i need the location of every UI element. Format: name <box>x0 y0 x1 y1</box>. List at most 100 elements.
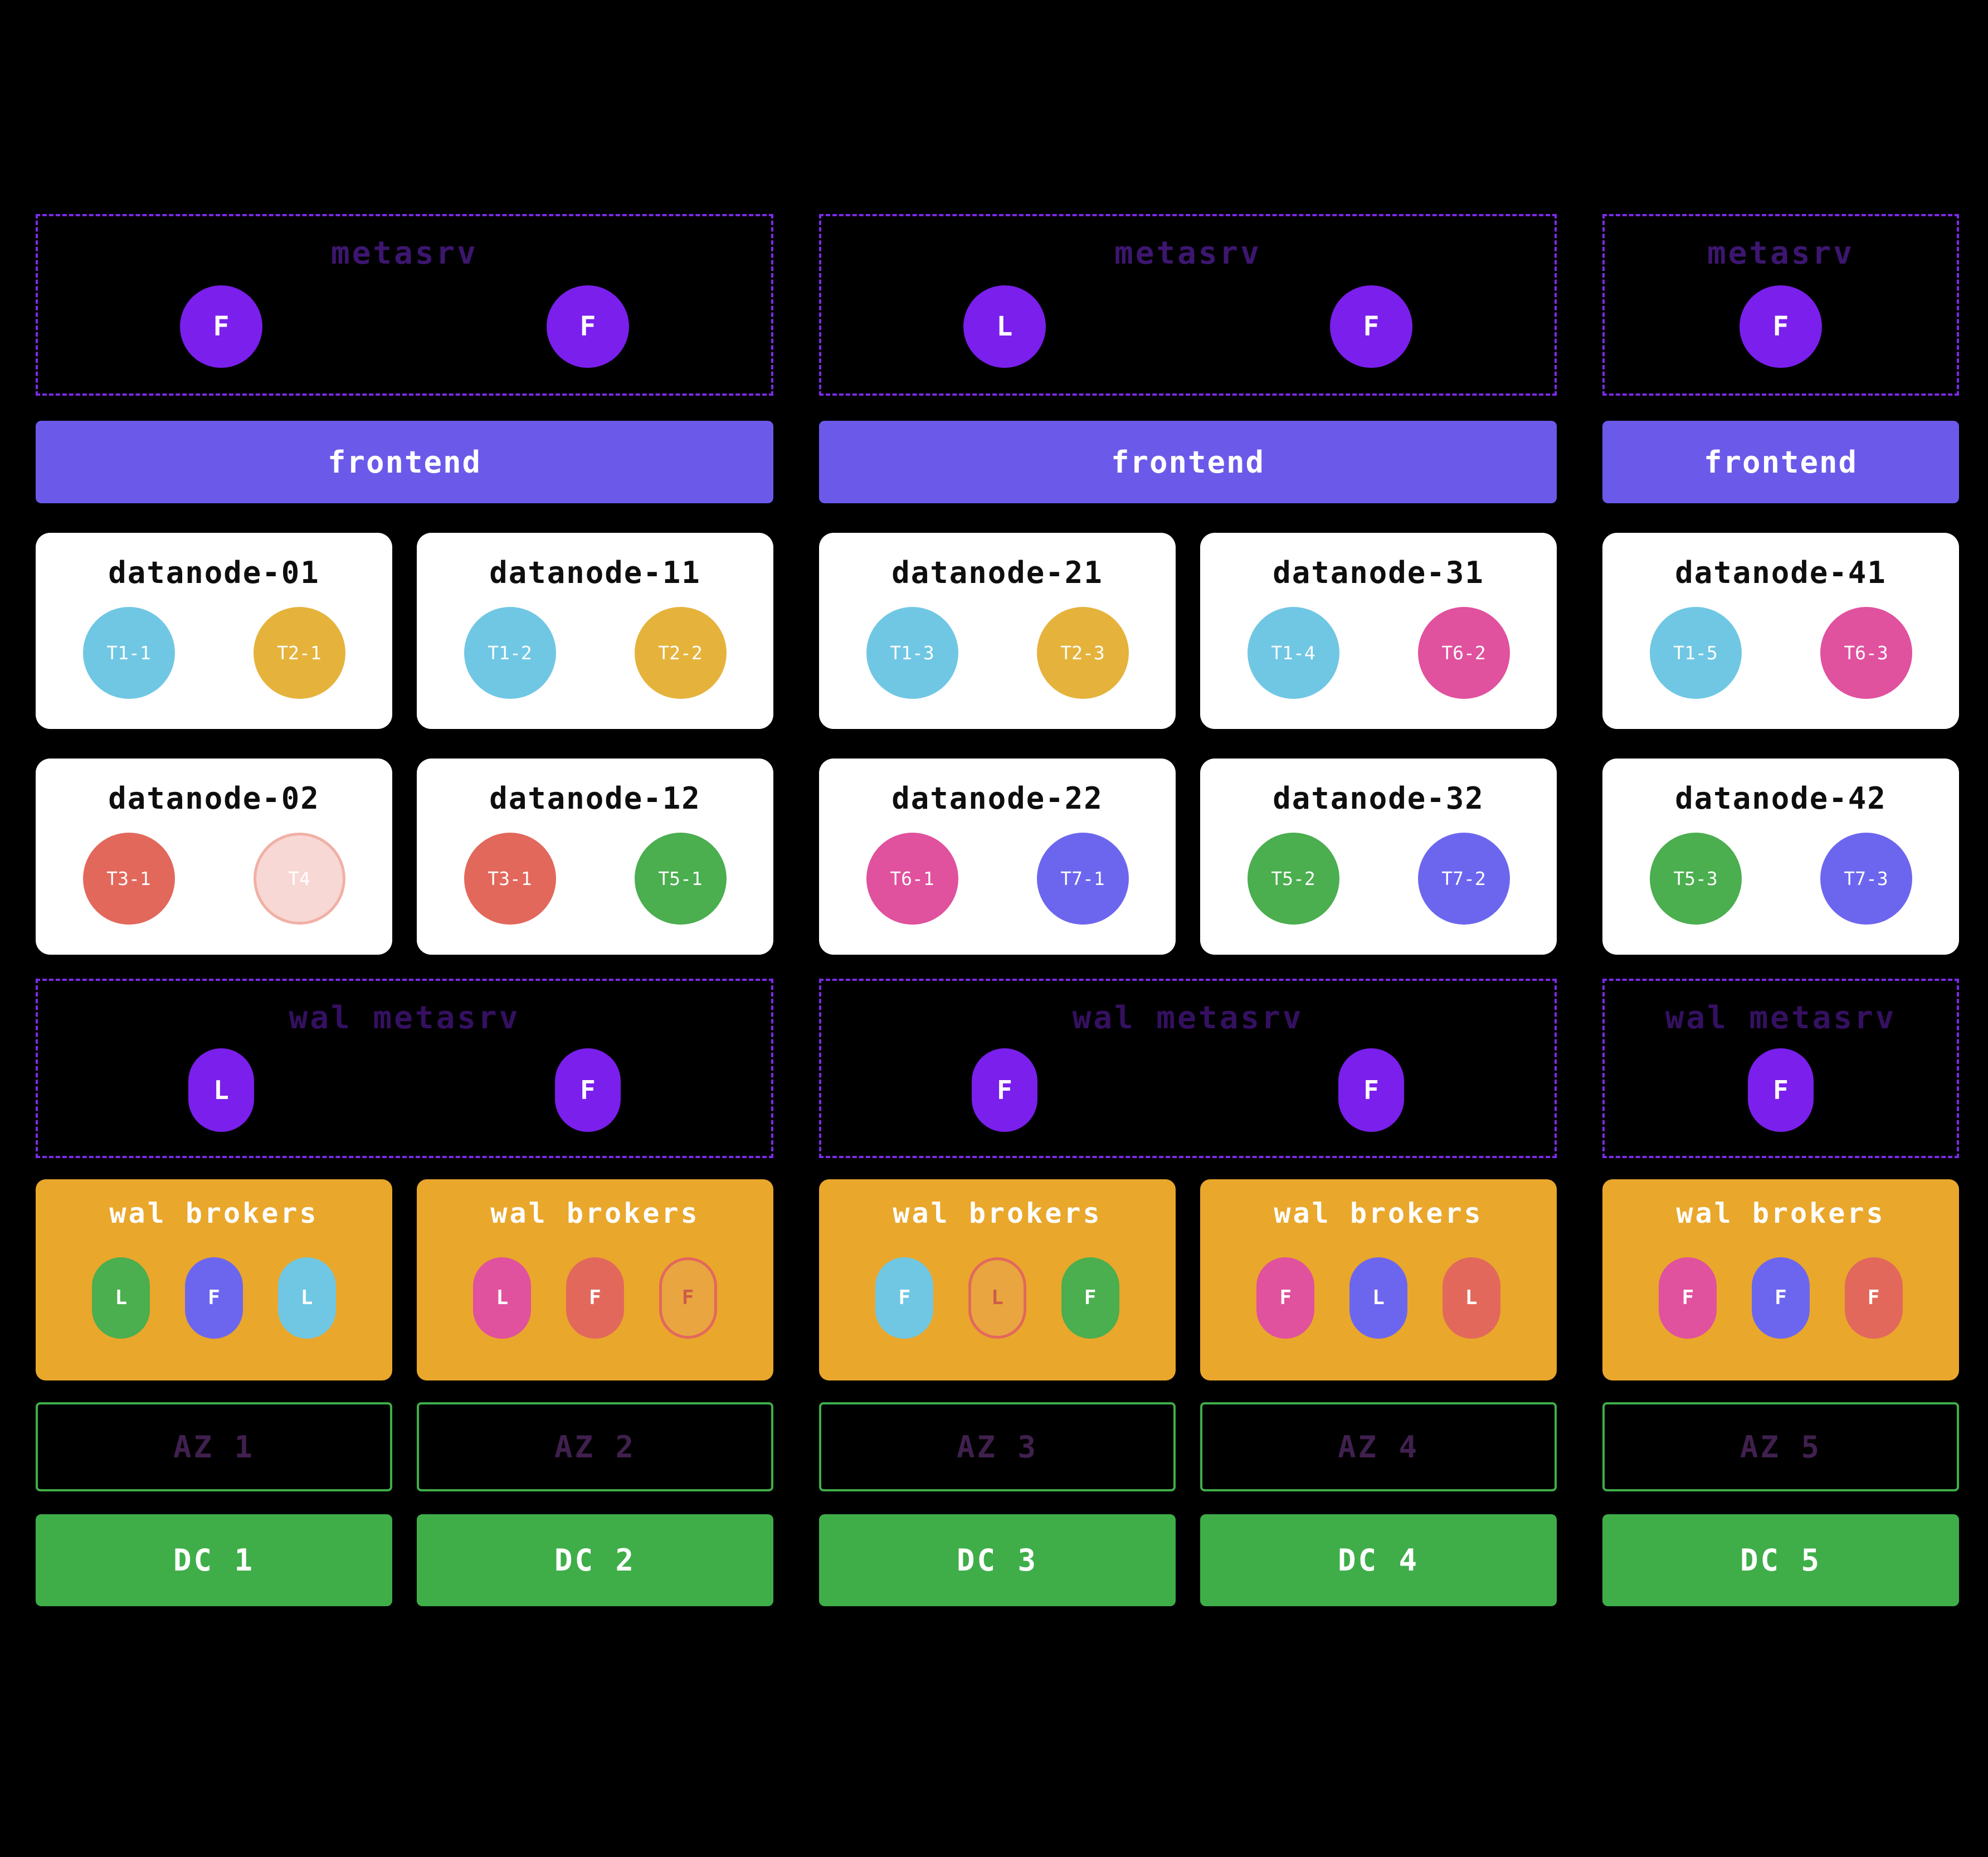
broker-pill-row: L F F <box>417 1229 773 1380</box>
broker-pill: F <box>1751 1257 1810 1339</box>
datanode-name: datanode-12 <box>489 781 701 816</box>
region-chip-row: T1-5 T6-3 <box>1602 590 1959 729</box>
datanode-box: datanode-11 T1-2 T2-2 <box>417 533 773 729</box>
metasrv-title: metasrv <box>330 235 478 271</box>
wal-broker-title: wal brokers <box>490 1197 700 1229</box>
wal-broker-title: wal brokers <box>893 1197 1102 1229</box>
wal-metasrv-node-row: F F <box>821 1036 1555 1156</box>
datanode-box: datanode-32 T5-2 T7-2 <box>1200 759 1557 955</box>
region-chip: T6-2 <box>1417 607 1510 699</box>
metasrv-node-circle: F <box>1330 285 1412 368</box>
wal-metasrv-title: wal metasrv <box>1072 1000 1304 1036</box>
datanode-name: datanode-32 <box>1273 781 1484 816</box>
datanode-box: datanode-02 T3-1 T4 <box>36 759 392 955</box>
datanode-box: datanode-12 T3-1 T5-1 <box>417 759 773 955</box>
region-chip-row: T3-1 T5-1 <box>417 816 773 955</box>
wal-broker-box: wal brokers F L L <box>1200 1179 1557 1380</box>
broker-pill: F <box>1061 1257 1119 1339</box>
metasrv-title: metasrv <box>1707 235 1854 271</box>
region-chip: T1-4 <box>1247 607 1339 699</box>
wal-metasrv-title: wal metasrv <box>1665 1000 1897 1036</box>
region-chip: T2-2 <box>634 607 727 699</box>
broker-pill: F <box>875 1257 934 1339</box>
region-chip-row: T1-1 T2-1 <box>36 590 392 729</box>
broker-pill: L <box>92 1257 150 1339</box>
wal-metasrv-node-row: L F <box>38 1036 771 1156</box>
dc-box: DC 4 <box>1200 1514 1557 1606</box>
region-chip: T5-3 <box>1649 833 1742 925</box>
frontend-bar: frontend <box>36 421 773 503</box>
broker-pill: L <box>1442 1257 1500 1339</box>
metasrv-node-circle: F <box>1740 285 1822 368</box>
wal-broker-title: wal brokers <box>1676 1197 1885 1229</box>
metasrv-node-circle: F <box>547 285 629 368</box>
region-chip-row: T1-3 T2-3 <box>819 590 1176 729</box>
region-chip-row: T1-2 T2-2 <box>417 590 773 729</box>
wal-broker-box: wal brokers L F F <box>417 1179 773 1380</box>
wal-metasrv-group: wal metasrv F F <box>819 979 1557 1158</box>
frontend-bar: frontend <box>819 421 1557 503</box>
metasrv-node-circle: L <box>963 285 1046 368</box>
dc-box: DC 2 <box>417 1514 773 1606</box>
az-box: AZ 3 <box>819 1402 1176 1491</box>
metasrv-group: metasrv L F <box>819 214 1557 396</box>
region-chip-row: T5-2 T7-2 <box>1200 816 1557 955</box>
datanode-name: datanode-21 <box>891 555 1103 590</box>
wal-metasrv-group: wal metasrv F <box>1602 979 1959 1158</box>
dc-box: DC 5 <box>1602 1514 1959 1606</box>
wal-metasrv-node-pill: F <box>1338 1048 1404 1132</box>
region-chip-row: T5-3 T7-3 <box>1602 816 1959 955</box>
datanode-name: datanode-01 <box>108 555 320 590</box>
wal-metasrv-node-pill: F <box>972 1048 1037 1132</box>
wal-broker-box: wal brokers L F L <box>36 1179 392 1380</box>
metasrv-group: metasrv F <box>1602 214 1959 396</box>
datanode-name: datanode-22 <box>891 781 1103 816</box>
dc-box: DC 1 <box>36 1514 392 1606</box>
az-box: AZ 4 <box>1200 1402 1557 1491</box>
wal-metasrv-title: wal metasrv <box>289 1000 520 1036</box>
region-chip-row: T3-1 T4 <box>36 816 392 955</box>
datanode-box: datanode-42 T5-3 T7-3 <box>1602 759 1959 955</box>
wal-metasrv-node-pill: F <box>1748 1048 1814 1132</box>
wal-metasrv-node-pill: F <box>555 1048 621 1132</box>
region-chip: T3-1 <box>464 833 556 925</box>
broker-pill: F <box>566 1257 624 1339</box>
datanode-box: datanode-31 T1-4 T6-2 <box>1200 533 1557 729</box>
region-chip-faded: T4 <box>253 833 345 925</box>
datanode-box: datanode-21 T1-3 T2-3 <box>819 533 1176 729</box>
broker-pill: L <box>1349 1257 1407 1339</box>
az-box: AZ 1 <box>36 1402 392 1491</box>
region-chip: T5-2 <box>1247 833 1339 925</box>
region-chip: T7-1 <box>1036 833 1129 925</box>
region-chip: T1-3 <box>866 607 958 699</box>
region-chip: T2-3 <box>1036 607 1129 699</box>
datanode-name: datanode-11 <box>489 555 701 590</box>
dc-box: DC 3 <box>819 1514 1176 1606</box>
datanode-name: datanode-41 <box>1675 555 1887 590</box>
wal-metasrv-group: wal metasrv L F <box>36 979 773 1158</box>
metasrv-node-row: F <box>1605 271 1957 393</box>
wal-broker-box: wal brokers F F F <box>1602 1179 1959 1380</box>
region-chip-row: T6-1 T7-1 <box>819 816 1176 955</box>
region-chip: T5-1 <box>634 833 727 925</box>
datanode-name: datanode-31 <box>1273 555 1484 590</box>
broker-pill: F <box>184 1257 243 1339</box>
metasrv-node-row: F F <box>38 271 771 393</box>
broker-pill: F <box>1659 1257 1717 1339</box>
region-chip: T3-1 <box>82 833 175 925</box>
metasrv-node-circle: F <box>180 285 262 368</box>
az-box: AZ 2 <box>417 1402 773 1491</box>
region-chip: T7-2 <box>1417 833 1510 925</box>
region-chip: T6-1 <box>866 833 958 925</box>
wal-metasrv-node-pill: L <box>188 1048 254 1132</box>
broker-pill: L <box>277 1257 336 1339</box>
broker-pill-row: L F L <box>36 1229 392 1380</box>
wal-metasrv-node-row: F <box>1605 1036 1957 1156</box>
region-chip: T1-1 <box>82 607 175 699</box>
wal-broker-title: wal brokers <box>1274 1197 1483 1229</box>
metasrv-node-row: L F <box>821 271 1555 393</box>
datanode-name: datanode-42 <box>1675 781 1887 816</box>
broker-pill: L <box>473 1257 532 1339</box>
region-chip-row: T1-4 T6-2 <box>1200 590 1557 729</box>
